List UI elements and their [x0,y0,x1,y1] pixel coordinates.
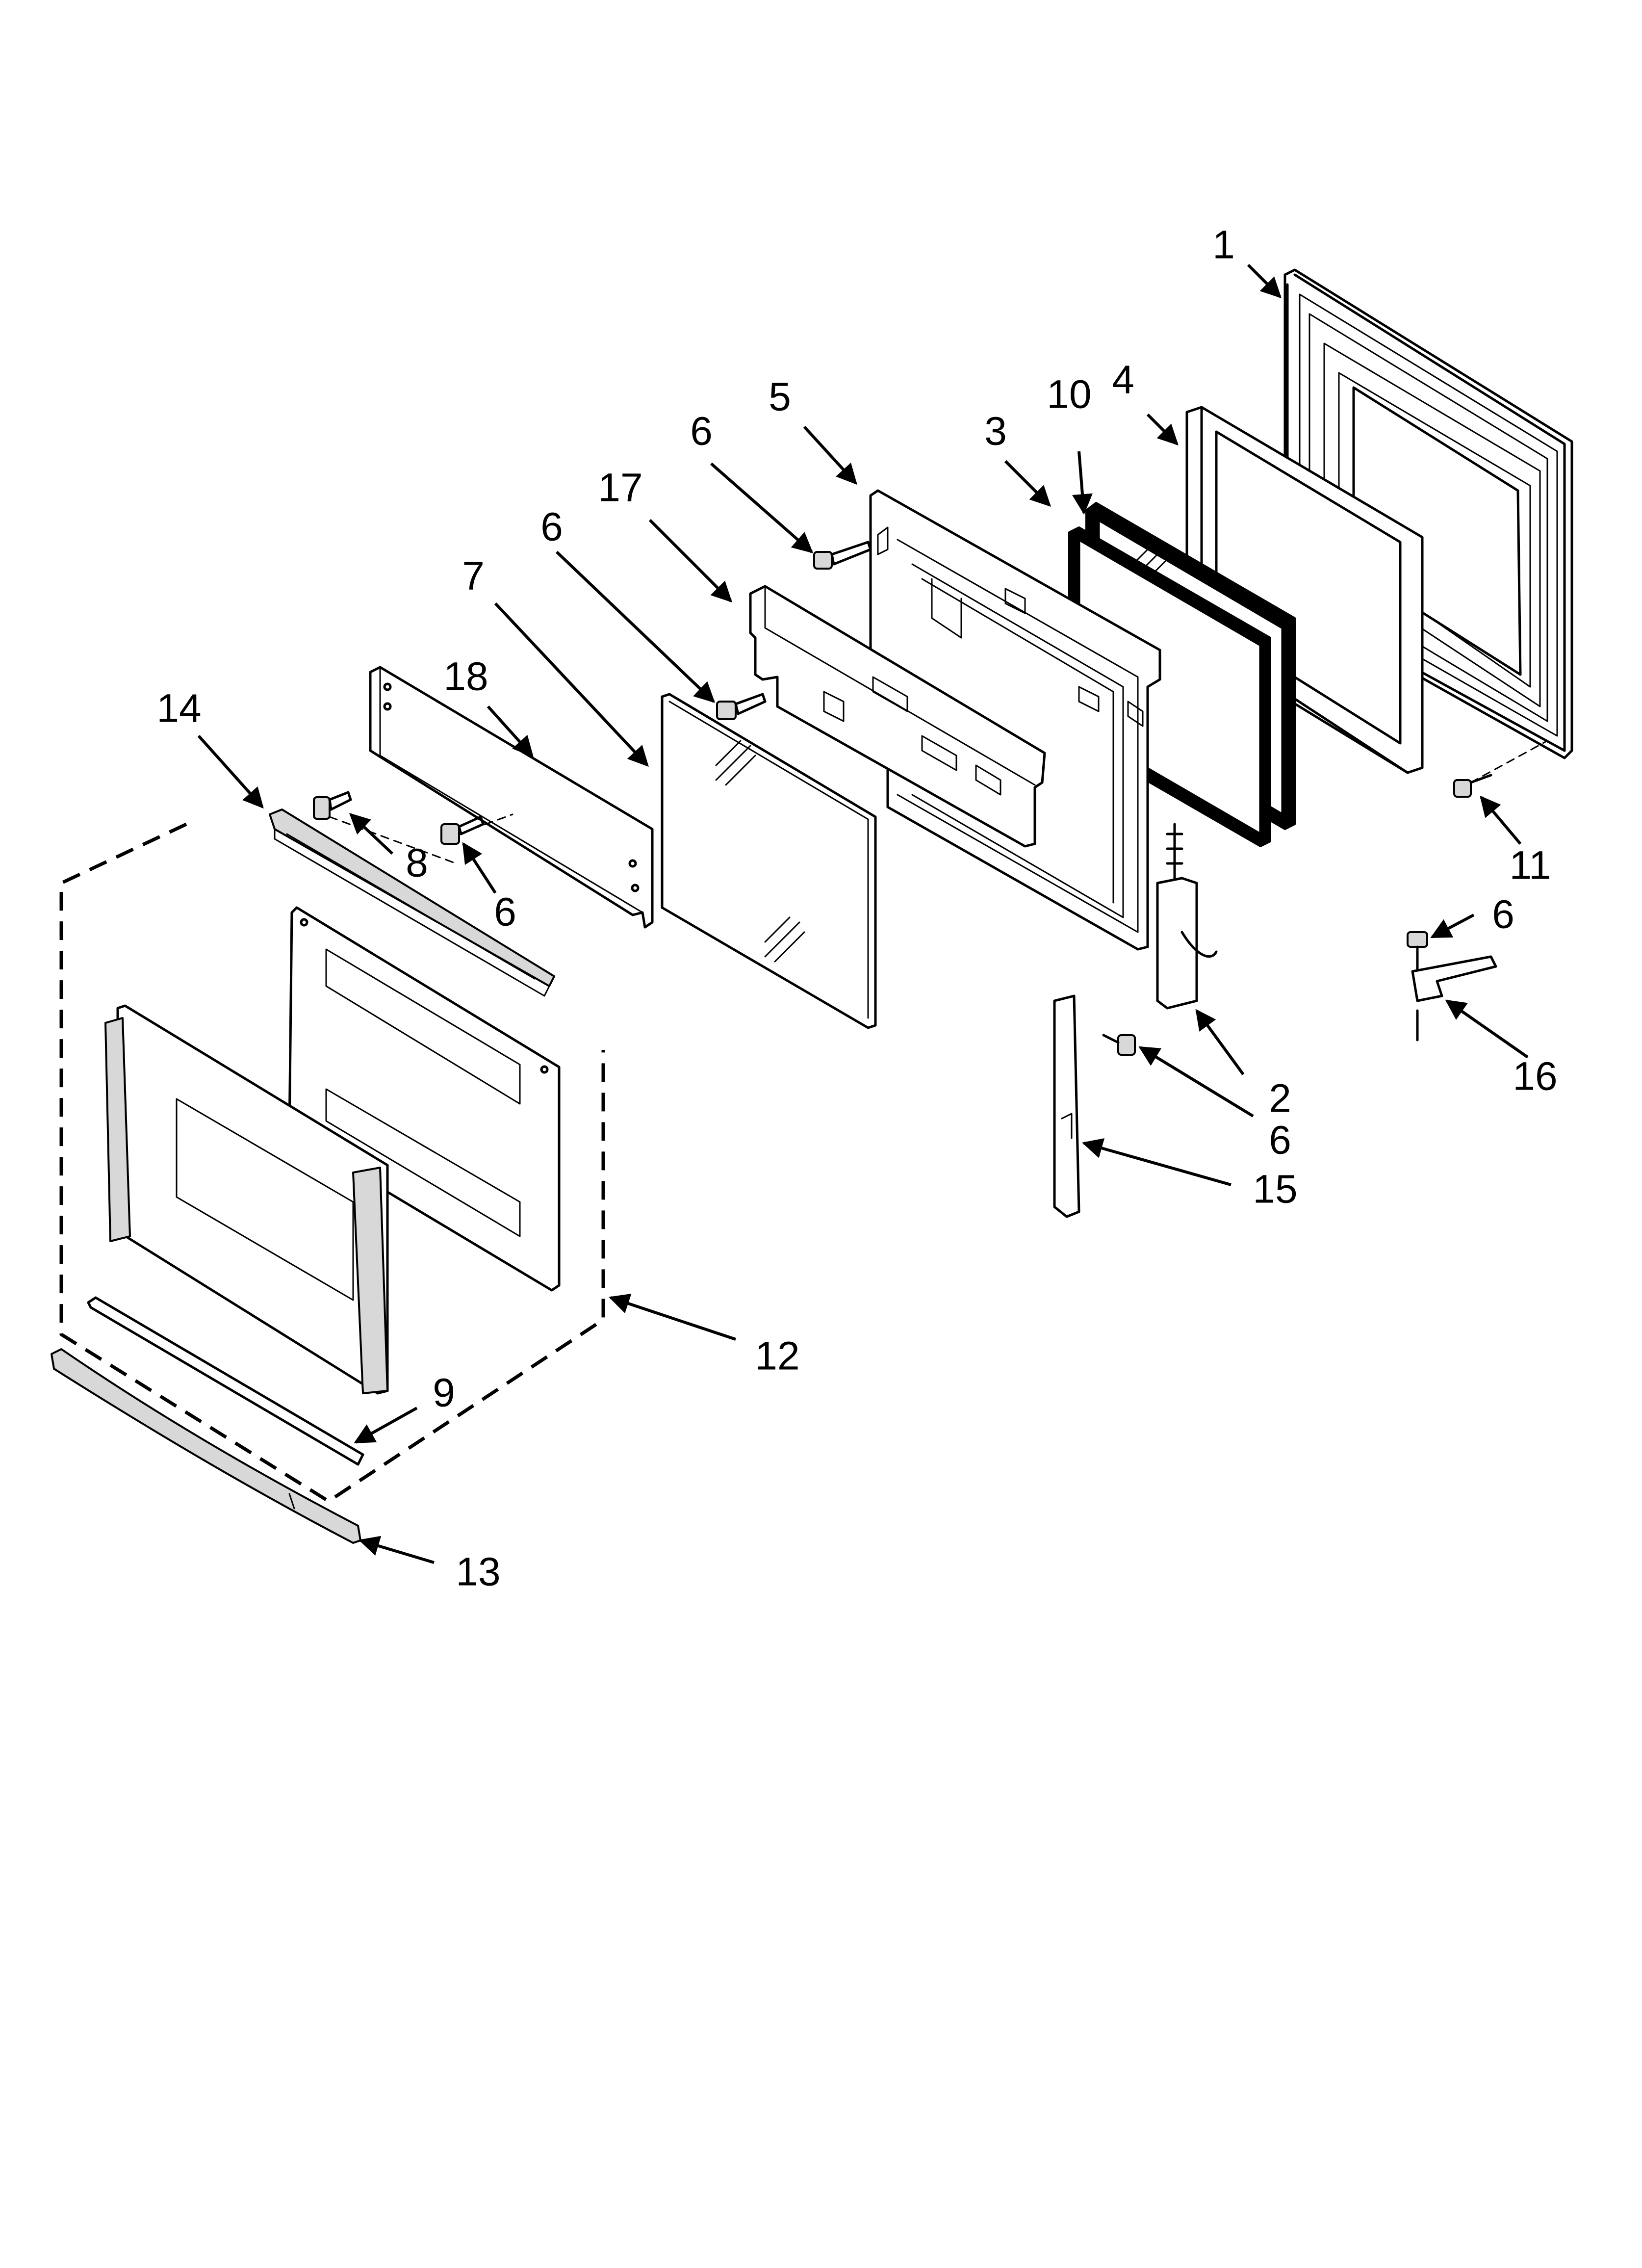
callout-6-bracket-screw: 6 [1492,892,1514,937]
callout-leaders [197,263,1529,1564]
small-bracket-part [1411,955,1497,1042]
callout-6-glass-screw: 6 [540,505,563,549]
callout-15: 15 [1253,1167,1297,1212]
callout-1: 1 [1212,223,1235,267]
screw-8-guide [329,816,457,864]
screw-11 [1453,774,1492,798]
vent-strip-part [369,666,654,929]
callout-17: 17 [598,466,642,510]
screw-6c-guide [458,813,513,835]
callout-labels: 1 4 10 3 5 6 17 6 7 18 14 8 6 11 6 16 2 … [156,223,1557,1594]
callout-6-liner-screw: 6 [690,409,713,454]
callout-6-hinge-screw: 6 [1269,1118,1291,1163]
callout-9: 9 [433,1371,455,1415]
callout-13: 13 [456,1550,500,1594]
inner-glass-part [661,693,877,1029]
screw-6b [716,693,767,720]
door-handle-part [51,1348,361,1544]
callout-10: 10 [1047,372,1091,417]
hinge-part [1156,823,1218,1010]
screw-6c [440,815,485,845]
hinge-receiver-part [1053,994,1080,1218]
callout-3: 3 [984,409,1007,454]
screw-6a [813,541,872,570]
callout-16: 16 [1513,1054,1557,1099]
callout-2: 2 [1269,1076,1291,1121]
gasket-part [1068,526,1271,847]
outer-door-assembly-part [59,822,605,1503]
callout-8: 8 [406,841,428,886]
callout-4: 4 [1112,358,1134,402]
top-trim-bracket-part [269,808,555,997]
callout-12: 12 [755,1334,799,1379]
callout-7: 7 [462,554,485,599]
callout-14: 14 [156,686,201,731]
callout-18: 18 [443,654,488,699]
callout-5: 5 [769,375,791,419]
screw-6e [1102,1034,1136,1056]
callout-11: 11 [1509,843,1551,888]
baffle-part [749,585,1046,848]
callout-6-vent-screw: 6 [494,890,516,935]
screw-8 [313,791,352,820]
screw-6d [1407,931,1428,973]
screw-11-guide [1470,740,1548,783]
